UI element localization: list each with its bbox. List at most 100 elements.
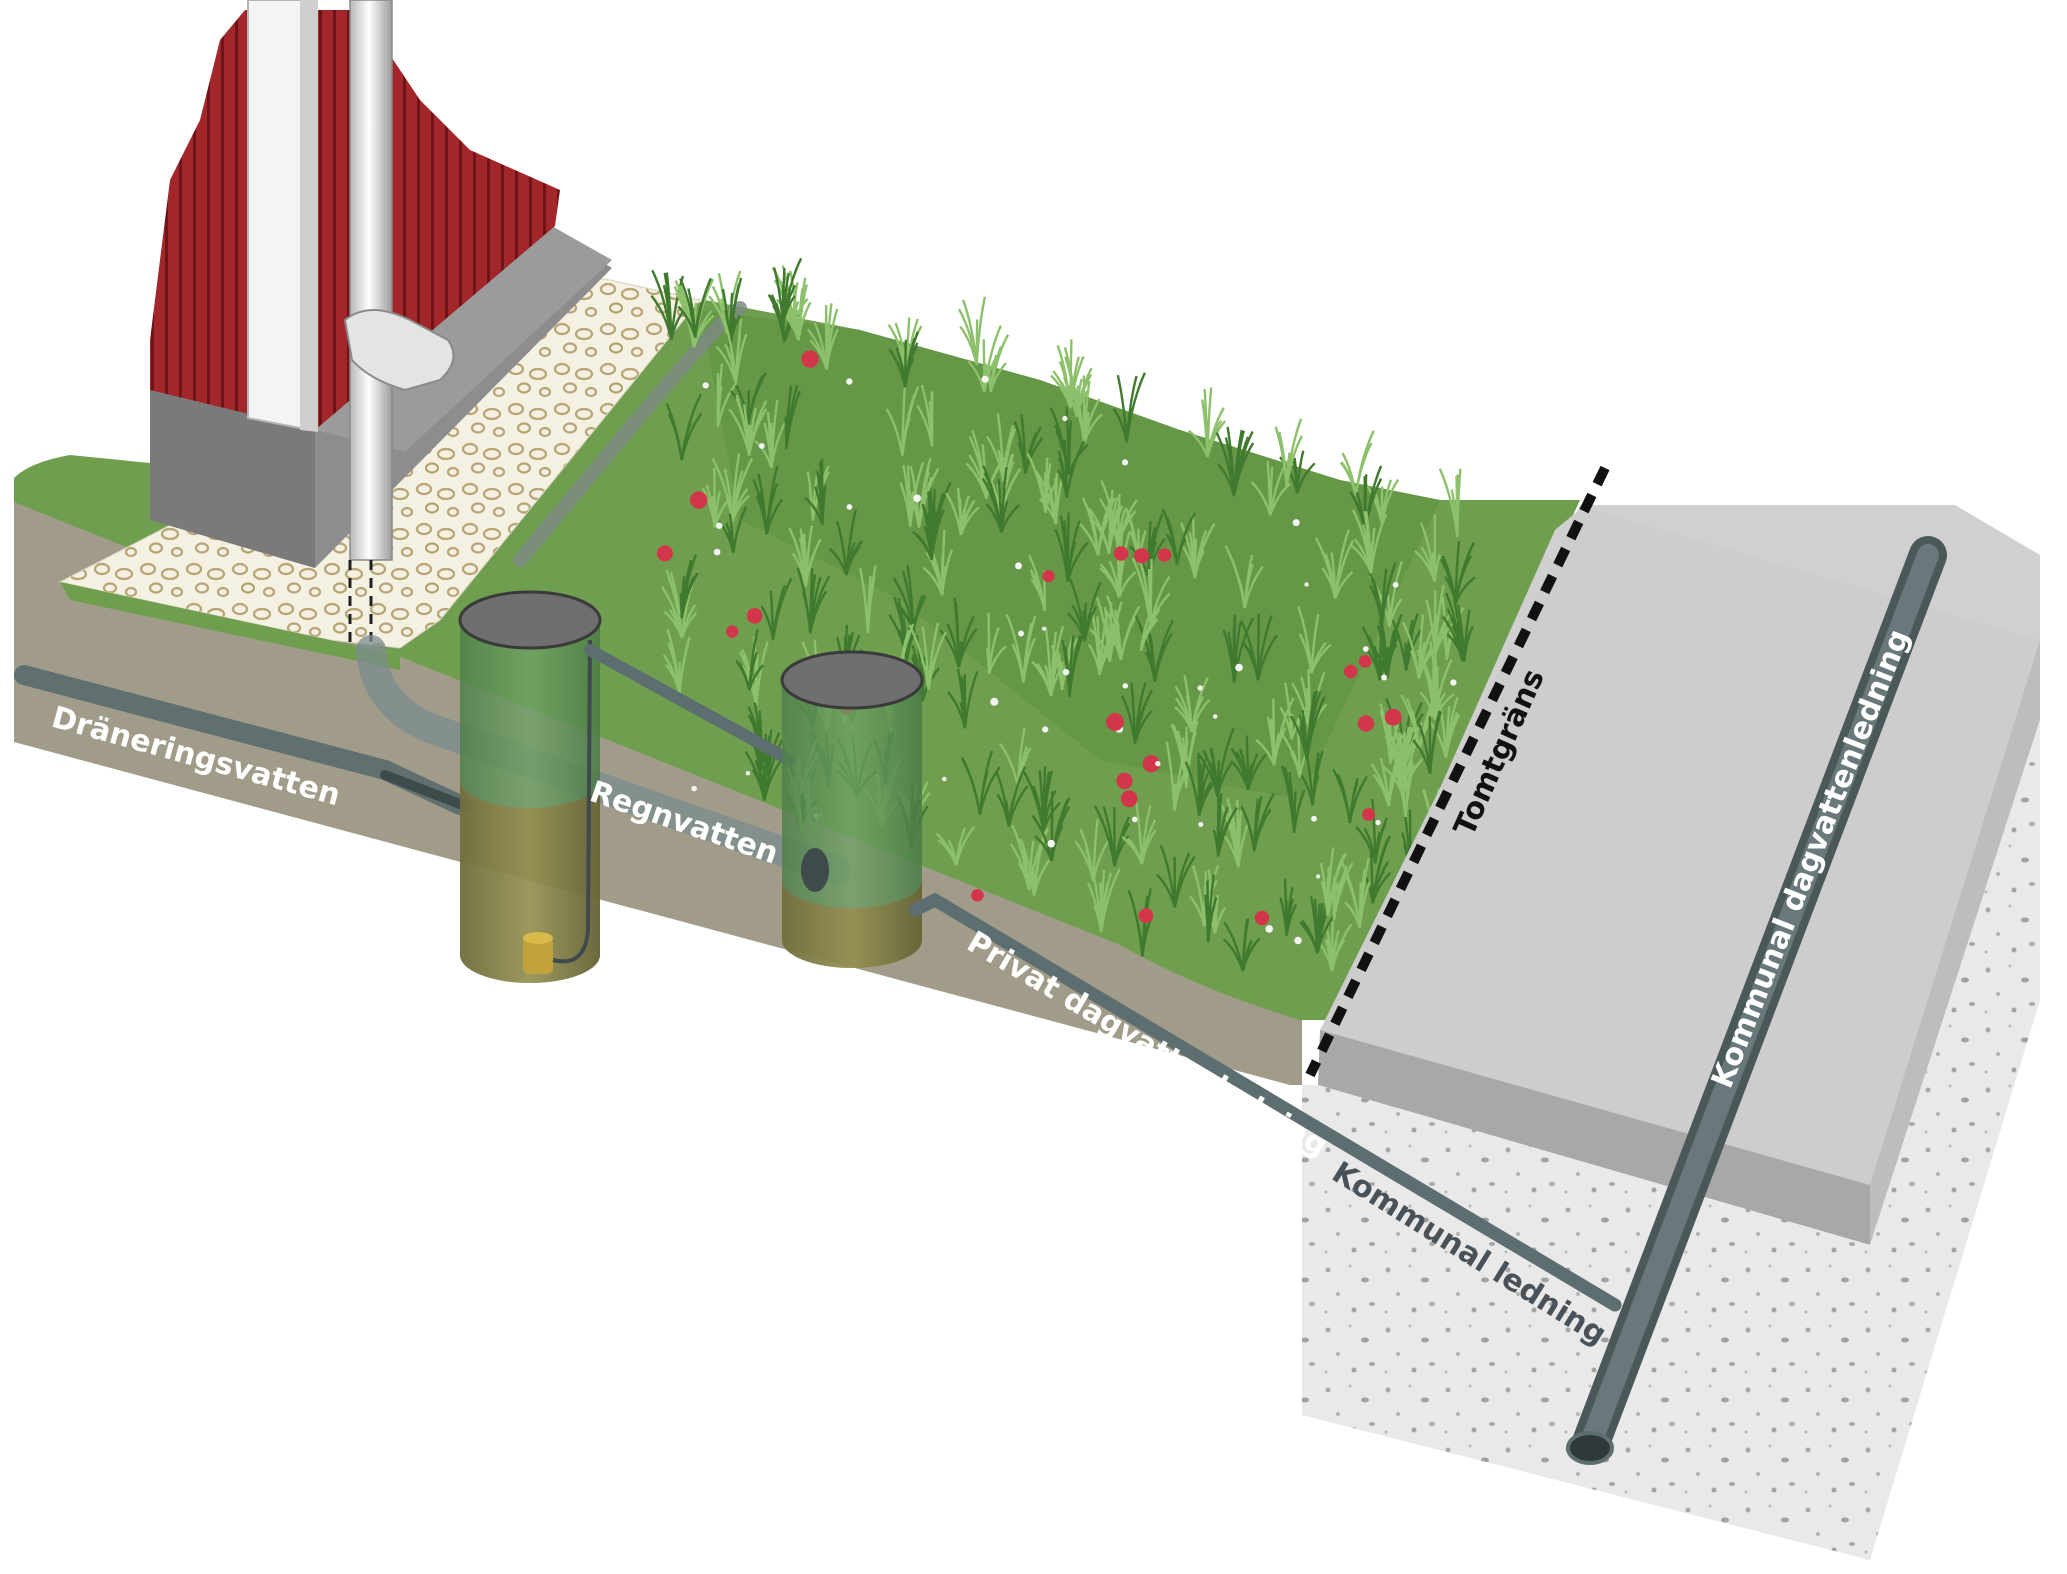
grass-tuft — [1093, 805, 1131, 867]
grass-tuft — [1088, 489, 1124, 554]
grass-tuft — [1317, 921, 1353, 972]
grass-tuft — [986, 612, 1007, 675]
white-flower — [1198, 822, 1204, 827]
grass-tuft — [1074, 818, 1110, 882]
grass-tuft — [1184, 756, 1217, 817]
red-flower — [1362, 808, 1375, 821]
white-flower — [1122, 683, 1129, 689]
grass-tuft — [1332, 862, 1354, 921]
grass-tuft — [1339, 430, 1375, 496]
white-flower — [1062, 415, 1068, 422]
grass-tuft — [1124, 507, 1147, 565]
white-flower — [1015, 562, 1022, 570]
grass-tuft — [908, 622, 947, 690]
red-flower — [971, 889, 984, 902]
grass-tuft — [981, 464, 1021, 533]
grass-tuft — [1279, 878, 1298, 936]
white-flower — [1316, 874, 1321, 879]
rainwater-pipe — [356, 635, 850, 885]
grass-tuft — [662, 628, 691, 694]
red-flower — [1120, 790, 1138, 808]
white-flower — [981, 375, 989, 383]
red-flower — [1134, 548, 1150, 564]
grass-tuft — [1363, 835, 1392, 904]
grass-tuft — [1425, 584, 1455, 655]
corner-trim-shadow — [300, 0, 318, 432]
grass-tuft — [1156, 844, 1196, 908]
grass-tuft — [1239, 613, 1278, 681]
grass-tuft — [1035, 470, 1064, 525]
property-boundary-line — [1305, 465, 1610, 1078]
pavement-side — [1318, 1030, 1870, 1245]
grass-tuft — [711, 452, 754, 522]
grass-tuft — [1196, 727, 1235, 798]
grass-tuft — [1022, 766, 1061, 832]
grass-tuft — [1161, 508, 1197, 565]
grass-tuft — [1255, 697, 1295, 766]
grass-tuft — [754, 399, 787, 469]
grass-tuft — [1412, 710, 1442, 775]
grass-tuft — [984, 334, 1010, 393]
pump-unit — [523, 938, 553, 974]
grass-tuft — [1439, 540, 1476, 605]
grass-tuft — [1066, 578, 1102, 642]
grass-tuft — [1393, 752, 1416, 818]
grass-tuft — [939, 597, 978, 668]
grass-tuft — [677, 277, 712, 338]
white-flower — [1294, 936, 1302, 945]
white-flower — [758, 443, 765, 449]
private-stormwater-pipe — [908, 892, 1622, 1312]
red-flower — [1357, 715, 1375, 732]
grass-tuft — [1297, 606, 1332, 674]
white-flower — [1197, 685, 1203, 691]
grass-tuft — [922, 529, 954, 596]
red-flower — [801, 350, 819, 368]
grass-tuft — [958, 296, 987, 366]
white-flower — [942, 776, 947, 782]
grass-tuft — [650, 269, 685, 340]
grass-tuft — [1370, 737, 1409, 807]
grass-tuft — [1240, 792, 1276, 852]
white-flower — [1042, 726, 1049, 733]
grass-tuft — [1314, 529, 1355, 599]
pavement-top-face — [1320, 506, 2040, 1185]
grass-tuft — [892, 564, 924, 633]
grass-tuft — [665, 393, 703, 461]
grass-tuft — [1279, 682, 1311, 740]
grass-tuft — [960, 750, 1001, 815]
grass-tuft — [1013, 414, 1044, 474]
white-flower — [846, 378, 853, 385]
grass-tuft — [679, 554, 699, 619]
downpipe-outlet — [343, 309, 455, 392]
label-pump: Pump — [473, 1003, 569, 1038]
grass-tuft — [1215, 426, 1255, 497]
white-flower — [1121, 459, 1129, 466]
grass-tuft — [1222, 918, 1261, 972]
grass-tuft — [1054, 512, 1089, 583]
grass-tuft — [1289, 690, 1326, 761]
grass-tuft — [1057, 440, 1086, 499]
grass-tuft — [1441, 592, 1475, 661]
grass-tuft — [1099, 532, 1137, 598]
grass-tuft — [1203, 874, 1218, 943]
grass-tuft — [1379, 703, 1406, 764]
white-flower — [1304, 582, 1309, 587]
red-flower — [746, 608, 763, 624]
white-flower — [713, 548, 721, 556]
grass-tuft — [945, 487, 980, 536]
grass-tuft — [1319, 847, 1347, 917]
grass-tuft — [858, 564, 877, 633]
grass-tuft — [772, 257, 803, 325]
grass-tuft — [916, 384, 934, 447]
grass-tuft — [1355, 798, 1388, 864]
grass-tuft — [1438, 468, 1462, 538]
grass-tuft — [804, 458, 827, 526]
grass-tuft — [1131, 557, 1171, 627]
grass-tuft — [1350, 509, 1388, 574]
white-flower — [702, 382, 709, 389]
red-flower — [726, 625, 739, 638]
grass-tuft — [752, 465, 784, 535]
pavement-end — [1870, 640, 2040, 1245]
grass-tuft — [1361, 626, 1399, 681]
red-flower — [1142, 755, 1160, 773]
